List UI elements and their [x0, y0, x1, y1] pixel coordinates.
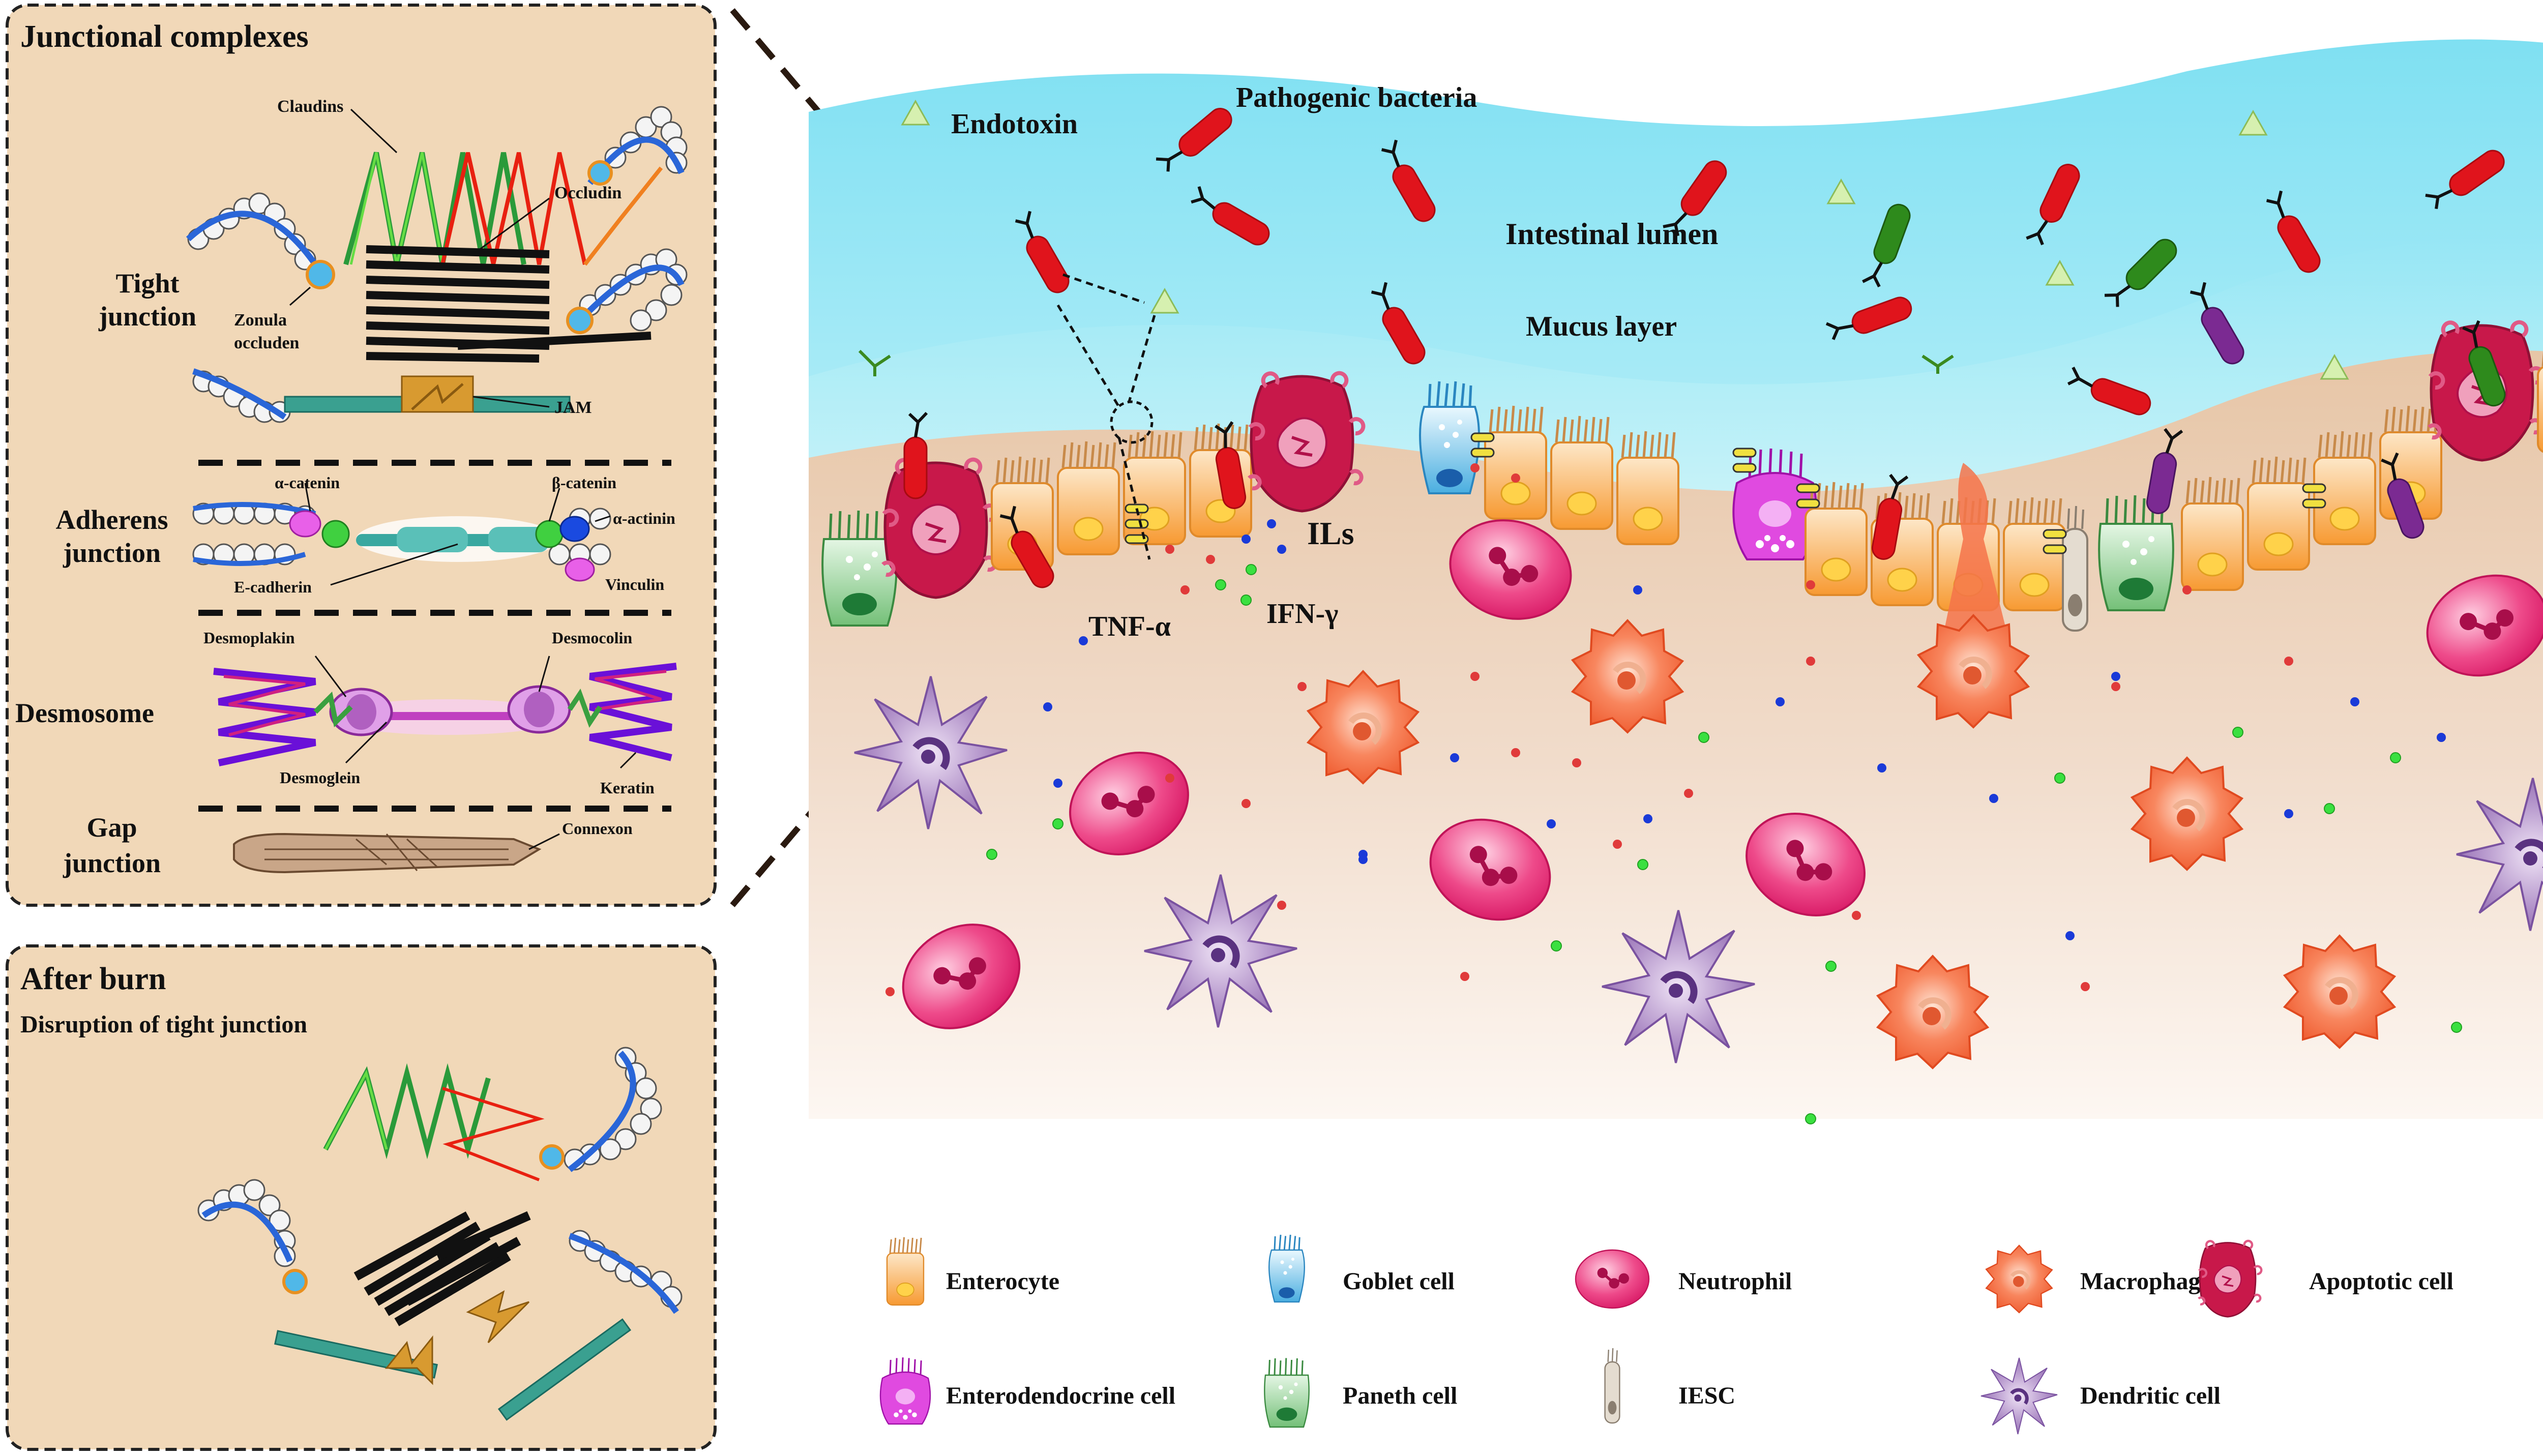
legend-item-neutrophil: Neutrophil [1576, 1250, 1792, 1308]
tight-junction [1125, 519, 1149, 529]
legend-paneth-label: Paneth cell [1343, 1382, 1457, 1409]
legend-enterodendocrine-label: Enterodendocrine cell [946, 1382, 1175, 1409]
mucus-layer-label: Mucus layer [1526, 311, 1677, 342]
tight-junction [1796, 483, 1820, 493]
epithelium [822, 322, 2543, 661]
legend-item-dendritic: Dendritic cell [1981, 1358, 2221, 1434]
legend-apoptotic-label: Apoptotic cell [2309, 1268, 2453, 1295]
enterodendocrine-cell-icon [879, 1356, 931, 1425]
adherens-junction-illustration [192, 483, 611, 586]
pathogenic-bacteria-label: Pathogenic bacteria [1236, 82, 1477, 113]
desmoplakin-label: Desmoplakin [203, 629, 295, 647]
tight-junction-label-2: junction [98, 301, 196, 332]
iesc-icon [1604, 1347, 1620, 1424]
tight-junction [1732, 448, 1757, 458]
adherens-junction-label-2: junction [63, 538, 161, 568]
ifn-gamma-label: IFN-γ [1266, 598, 1338, 630]
legend-macrophage-label: Macrophage [2080, 1268, 2211, 1295]
tight-junction [2043, 544, 2067, 554]
intestinal-lumen-label: Intestinal lumen [1505, 217, 1718, 251]
tight-junction [2043, 529, 2067, 539]
connexon-label: Connexon [562, 819, 633, 838]
desmoglein-label: Desmoglein [280, 768, 360, 787]
desmocolin-label: Desmocolin [552, 629, 632, 647]
vinculin-label: Vinculin [605, 575, 664, 593]
enterocyte-icon [886, 1236, 925, 1306]
alpha-actinin-label: α-actinin [613, 509, 675, 527]
after-burn-title: After burn [20, 962, 166, 996]
disrupted-junction-illustration [197, 1047, 683, 1421]
adherens-junction-label-1: Adherens [55, 504, 168, 535]
legend-iesc-label: IESC [1678, 1382, 1735, 1409]
e-cadherin-label: E-cadherin [234, 578, 312, 596]
legend-item-macrophage: Macrophage [1986, 1245, 2211, 1313]
ils-label: ILs [1307, 515, 1354, 551]
legend-neutrophil-label: Neutrophil [1678, 1268, 1792, 1295]
legend-item-enterodendocrine: Enterodendocrine cell [879, 1356, 1175, 1425]
legend-goblet-label: Goblet cell [1343, 1268, 1455, 1295]
translocation-arrows [1056, 273, 1156, 560]
junctional-complexes-panel: Junctional complexes Tight junction [6, 4, 717, 907]
legend-item-enterocyte: Enterocyte [886, 1236, 1059, 1306]
alpha-catenin-label: α-catenin [275, 473, 340, 492]
tight-junction [1796, 498, 1820, 509]
tight-junction-illustration [186, 106, 688, 423]
zonula-label-2: occluden [234, 334, 300, 352]
gap-junction-label-2: junction [63, 848, 161, 878]
mucus-layer [809, 234, 2543, 492]
legend-item-apoptotic: Apoptotic cell [2199, 1241, 2453, 1317]
desmosome-illustration [213, 656, 677, 769]
legend-enterocyte-label: Enterocyte [946, 1268, 1059, 1295]
legend-item-paneth: Paneth cell [1263, 1357, 1457, 1428]
beta-catenin-label: β-catenin [552, 473, 616, 492]
intestine-scene: Endotoxin Pathogenic bacteria Intestinal… [809, 39, 2543, 1124]
tight-junction-label-1: Tight [115, 268, 179, 299]
neutrophil-icon [1576, 1250, 1649, 1308]
tight-junction [1470, 448, 1495, 458]
dendritic-cell-icon [1981, 1358, 2057, 1434]
after-burn-panel: After burn Disruption of tight junction [6, 944, 717, 1451]
tight-junction [2302, 498, 2326, 509]
keratin-label: Keratin [600, 779, 655, 797]
junctional-complexes-title: Junctional complexes [20, 19, 309, 54]
legend: Enterocyte Goblet cell Neutrophil Macrop… [879, 1234, 2453, 1434]
claudins-label: Claudins [277, 97, 343, 116]
legend-item-goblet: Goblet cell [1268, 1234, 1455, 1303]
legend-item-iesc: IESC [1604, 1347, 1735, 1424]
gap-junction-illustration [233, 833, 560, 874]
legend-dendritic-label: Dendritic cell [2080, 1382, 2221, 1409]
gap-junction-label-1: Gap [86, 812, 137, 843]
tight-junction [2302, 483, 2326, 493]
desmosome-label: Desmosome [15, 698, 154, 728]
tight-junction [1732, 463, 1757, 473]
endotoxin-label: Endotoxin [951, 108, 1078, 140]
paneth-cell-icon [1263, 1357, 1310, 1428]
jam-label: JAM [554, 398, 592, 417]
tnf-alpha-label: TNF-α [1088, 611, 1171, 642]
after-burn-subtitle: Disruption of tight junction [20, 1011, 307, 1038]
apoptotic-cell-icon [2199, 1241, 2261, 1317]
goblet-cell-icon [1268, 1234, 1306, 1303]
macrophage-icon [1986, 1245, 2052, 1313]
occludin-label: Occludin [554, 184, 622, 202]
cytokines [885, 463, 2462, 1124]
tight-junction [1470, 432, 1495, 442]
zonula-label-1: Zonula [234, 311, 287, 330]
